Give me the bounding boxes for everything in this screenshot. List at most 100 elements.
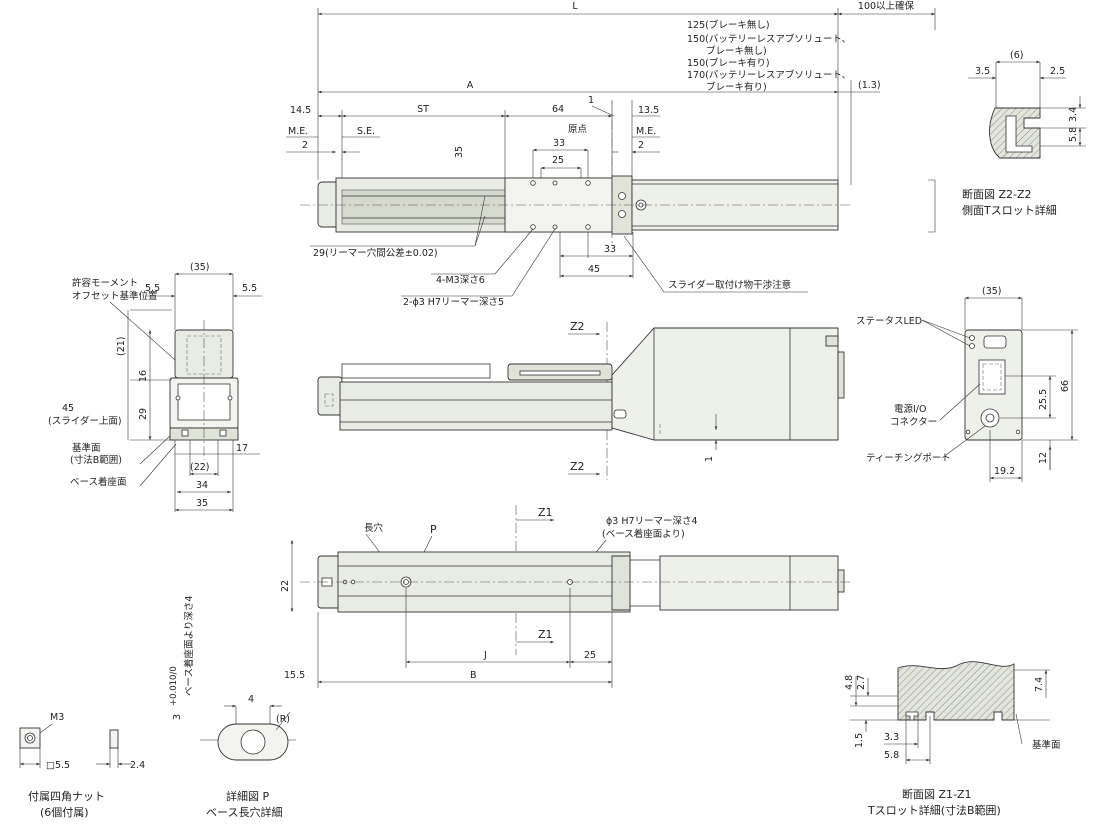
dim-1: 1 — [588, 95, 594, 106]
side-view: Z2 Z2 1 — [317, 320, 845, 480]
note-125: 125(ブレーキ無し) — [687, 19, 770, 31]
label-power-2: コネクター — [890, 417, 937, 428]
dim-13-5: 13.5 — [638, 105, 659, 116]
title-z2-1: 断面図 Z2-Z2 — [962, 187, 1032, 201]
dim-z1-7-4: 7.4 — [1034, 677, 1045, 692]
note-m3: 4-M3深さ6 — [436, 275, 485, 286]
top-view: L 100以上確保 125(ブレーキ無し) 150(バッテリーレスアブソリュート… — [286, 0, 936, 308]
label-slot: 長穴 — [364, 522, 384, 534]
detail-p: 3 +0.010/0 ベース着座面より深さ4 4 (R) 詳細図 P ベース長穴… — [169, 596, 296, 819]
dim-14-5: 14.5 — [290, 105, 311, 116]
dim-2-right: 2 — [638, 140, 644, 151]
note-170-1: 170(バッテリーレスアブソリュート、 — [687, 69, 851, 81]
dim-15-5: 15.5 — [284, 670, 305, 681]
note-150a-2: ブレーキ無し) — [706, 45, 767, 57]
note-reamer-tol: 29(リーマー穴間公差±0.02) — [313, 247, 438, 259]
dim-12: 12 — [1038, 452, 1049, 464]
detail-p-depth-note: ベース着座面より深さ4 — [183, 596, 195, 696]
dim-25-5: 25.5 — [1038, 389, 1049, 410]
dim-25: 25 — [552, 155, 564, 166]
dim-nut-5-5: □5.5 — [46, 760, 70, 771]
label-me-left: M.E. — [288, 126, 308, 137]
dim-nut-2-4: 2.4 — [130, 760, 145, 771]
dim-64: 64 — [552, 104, 564, 115]
note-slider: スライダー取付け物干渉注意 — [668, 279, 791, 291]
dim-z2-3-5: 3.5 — [975, 66, 990, 77]
dim-33a: 33 — [553, 138, 565, 149]
label-z1-bottom: Z1 — [538, 628, 553, 641]
dim-45: 45 — [62, 403, 74, 414]
label-power-1: 電源I/O — [894, 404, 926, 415]
note-moment-1: 許容モーメント — [72, 277, 138, 289]
title-z2-2: 側面Tスロット詳細 — [962, 203, 1057, 217]
title-nut-2: (6個付属) — [40, 806, 89, 819]
end-view: (35) ステータスLED 電源I/O コネクター ティーチングポート 25.5… — [856, 286, 1078, 482]
note-150b: 150(ブレーキ有り) — [687, 57, 770, 69]
title-nut-1: 付属四角ナット — [28, 790, 105, 803]
note-ref-1: 基準面 — [72, 442, 101, 454]
detail-p-depth: 3 — [172, 714, 183, 720]
dim-19-2: 19.2 — [994, 466, 1015, 477]
dim-J: J — [483, 650, 487, 661]
dim-front-35: 35 — [196, 498, 208, 509]
label-z2-bottom: Z2 — [570, 460, 585, 473]
dim-B: B — [470, 670, 477, 681]
label-z2-top: Z2 — [570, 320, 585, 333]
dim-L: L — [572, 1, 578, 12]
dim-45: 45 — [588, 264, 600, 275]
dim-16: 16 — [138, 370, 149, 382]
dim-p-R: (R) — [276, 714, 290, 725]
section-z2: (6) 3.5 2.5 3.4 5.8 断面図 Z2-Z2 側面Tスロット詳細 — [962, 50, 1086, 217]
dim-z2-2-5: 2.5 — [1050, 66, 1065, 77]
title-p-2: ベース長穴詳細 — [206, 805, 282, 819]
title-z1-1: 断面図 Z1-Z1 — [902, 787, 972, 801]
dim-21: (21) — [116, 336, 127, 356]
detail-p-tol: +0.010/0 — [169, 666, 179, 706]
dim-z1-3-3: 3.3 — [884, 732, 899, 743]
dim-34: 34 — [196, 480, 208, 491]
dim-1-3: (1.3) — [858, 80, 881, 91]
dim-35: 35 — [454, 146, 465, 158]
dim-A: A — [467, 80, 474, 91]
dim-z1-4-8: 4.8 — [844, 675, 855, 690]
dim-17: 17 — [236, 443, 248, 454]
front-view: 許容モーメント オフセット基準位置 (35) 5.5 5.5 (21) 16 2… — [48, 262, 262, 512]
title-p-1: 詳細図 P — [226, 789, 269, 803]
label-z1-ref: 基準面 — [1032, 739, 1061, 751]
dim-side-1: 1 — [704, 456, 715, 462]
label-origin: 原点 — [568, 124, 588, 135]
label-z1-top: Z1 — [538, 506, 553, 519]
dim-ST: ST — [417, 104, 429, 115]
label-se: S.E. — [357, 126, 375, 137]
dim-22: (22) — [190, 462, 210, 473]
label-teaching: ティーチングポート — [866, 452, 951, 464]
note-hole-1: ϕ3 H7リーマー深さ4 — [606, 516, 698, 527]
dim-5-5a: 5.5 — [145, 283, 160, 294]
note-base-seat: ベース着座面 — [70, 476, 127, 488]
dim-29: 29 — [138, 408, 149, 420]
label-status-led: ステータスLED — [856, 316, 922, 327]
label-me-right: M.E. — [636, 126, 656, 137]
dim-z2-3-4: 3.4 — [1068, 107, 1079, 122]
section-z1: 4.8 2.7 7.4 1.5 3.3 5.8 基準面 断面図 Z1-Z1 Tス… — [844, 661, 1061, 817]
note-reamer: 2-ϕ3 H7リーマー深さ5 — [403, 297, 504, 308]
dim-front-35-top: (35) — [190, 262, 210, 273]
dim-66: 66 — [1060, 380, 1071, 392]
dim-2-left: 2 — [302, 140, 308, 151]
label-nut-m3: M3 — [50, 712, 64, 723]
dim-z2-5-8: 5.8 — [1068, 127, 1079, 142]
dim-end-35: (35) — [982, 286, 1002, 297]
note-170-2: ブレーキ有り) — [706, 81, 767, 93]
dim-bottom-25: 25 — [584, 650, 596, 661]
dim-clearance: 100以上確保 — [858, 0, 915, 12]
dim-22: 22 — [280, 580, 291, 592]
bottom-view: Z1 Z1 長穴 P ϕ3 H7リーマー深さ4 (ベース着座面より) 22 — [280, 505, 850, 688]
dim-p-4: 4 — [248, 694, 254, 705]
title-z1-2: Tスロット詳細(寸法B範囲) — [867, 803, 1001, 817]
note-hole-2: (ベース着座面より) — [602, 528, 685, 540]
dim-z1-2-7: 2.7 — [856, 675, 867, 690]
dim-33b: 33 — [604, 244, 616, 255]
dim-z2-6: (6) — [1010, 50, 1023, 61]
dim-z1-1-5: 1.5 — [854, 733, 865, 748]
